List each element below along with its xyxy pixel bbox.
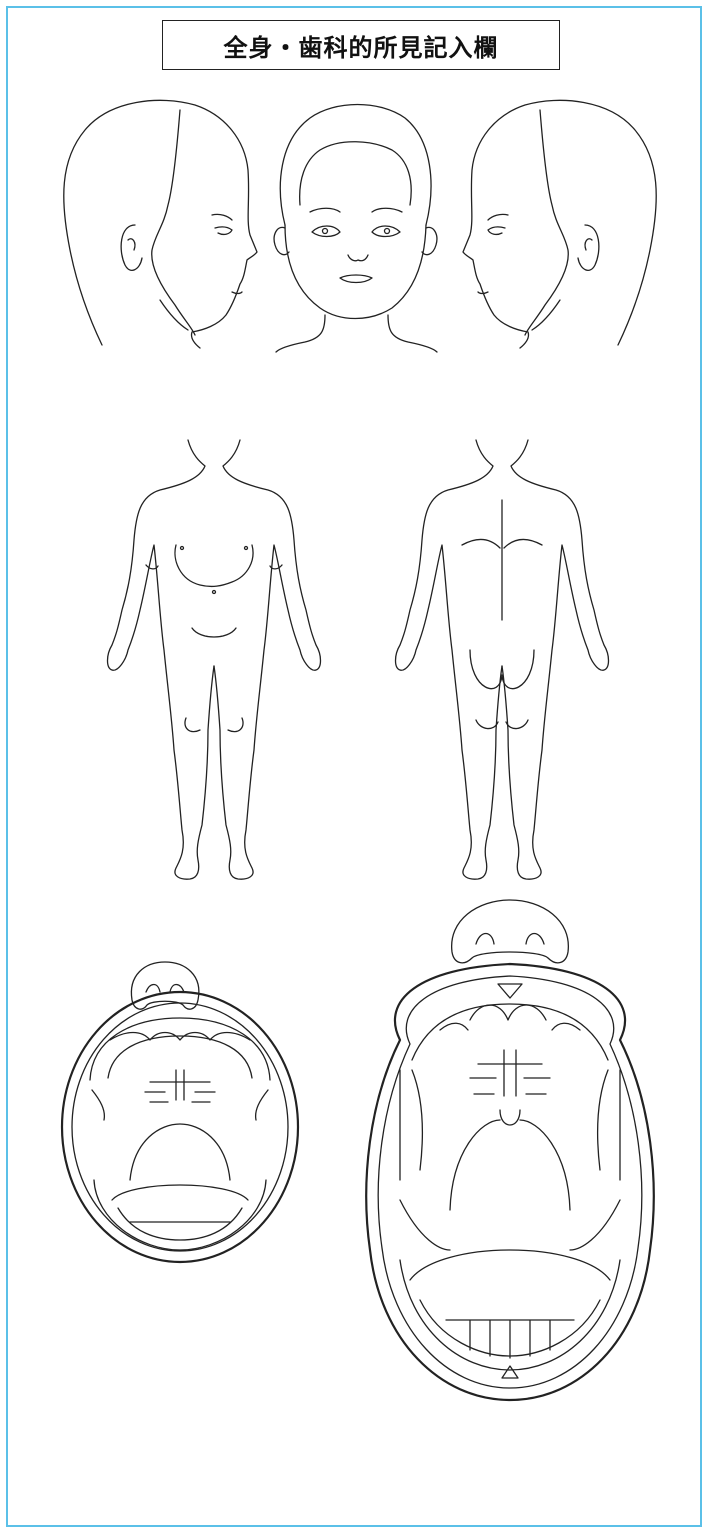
- body-back: [396, 440, 609, 879]
- mouth-permanent: [366, 900, 654, 1400]
- head-left-profile: [64, 100, 257, 348]
- mouth-deciduous: [62, 962, 298, 1262]
- head-front: [274, 105, 437, 353]
- head-right-profile: [463, 100, 656, 348]
- body-front: [108, 440, 321, 879]
